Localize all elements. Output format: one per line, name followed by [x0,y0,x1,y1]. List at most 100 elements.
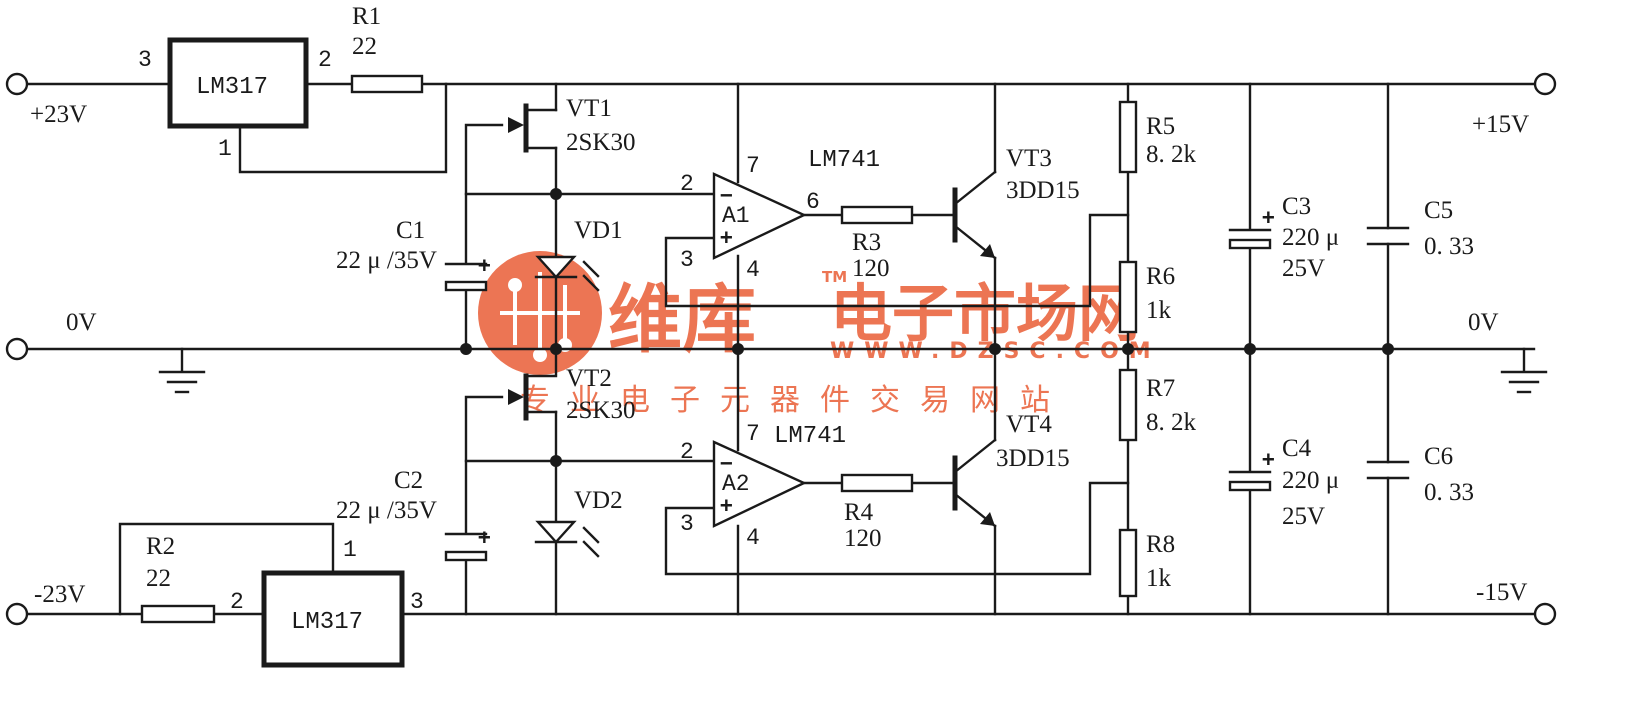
transistor-vt3-part: 3DD15 [1006,177,1080,204]
regulator-u1: LM317 3 2 1 [138,37,332,162]
transistor-vt4-ref: VT4 [1006,411,1052,438]
ground-symbol-left [158,370,206,394]
resistor-r4: R4 120 [840,473,914,552]
opamp-a2-part: LM741 [774,423,846,450]
opamp-a1-pin-vpos: 7 [746,153,760,179]
opamp-a1-pin-vneg: 4 [746,257,760,283]
opamp-a2: − + A2 LM741 2 3 7 4 [680,421,846,551]
svg-text:−: − [720,183,733,207]
capacitor-c3-ref: C3 [1282,193,1311,220]
capacitor-c1: + C1 22 μ /35V [336,217,491,292]
opamp-a1: − + A1 LM741 2 3 7 4 6 [680,147,880,283]
regulator-u2: LM317 1 2 3 [230,537,424,668]
terminal-out-neg [1533,602,1557,626]
resistor-r1-ref: R1 [352,3,381,30]
capacitor-c5-ref: C5 [1424,197,1453,224]
opamp-a1-pin-out: 6 [806,189,820,215]
resistor-r6-value: 1k [1146,297,1172,324]
regulator-u2-pin-adj: 1 [343,537,357,563]
resistor-r7-value: 8. 2k [1146,409,1197,436]
label-gnd-left: 0V [66,309,97,336]
resistor-r5-value: 8. 2k [1146,141,1197,168]
regulator-u2-pin-in: 3 [410,589,424,615]
opamp-a2-pin-inv: 2 [680,439,694,465]
resistor-r1-value: 22 [352,33,377,60]
opamp-a2-pin-vpos: 7 [746,421,760,447]
watermark-title: 电子市场网 [830,277,1140,350]
terminals: +23V 0V -23V +15V 0V -15V [5,72,1557,626]
resistor-r8-value: 1k [1146,565,1172,592]
jfet-vt2-part: 2SK30 [566,397,635,424]
capacitor-c4: + C4 220 μ 25V [1228,435,1339,530]
capacitor-c3-rating: 25V [1282,255,1325,282]
svg-text:+: + [478,525,491,549]
svg-text:+: + [1262,447,1275,471]
regulator-u1-pin-out: 2 [318,47,332,73]
opamp-a2-ref: A2 [722,471,750,497]
terminal-gnd-left [5,337,29,361]
watermark: 维库 TM 电子市场网 WWW.DZSC.COM 专业电子元器件交易网站 [478,251,1151,418]
resistor-r4-ref: R4 [844,499,874,526]
resistor-r8: R8 1k [1118,528,1175,598]
capacitor-c1-ref: C1 [396,217,425,244]
led-vd1-ref: VD1 [574,217,623,244]
capacitor-c6-ref: C6 [1424,443,1453,470]
watermark-tm: TM [822,268,847,286]
wires [26,82,1536,616]
resistor-r2-ref: R2 [146,533,175,560]
capacitor-c6-value: 0. 33 [1424,479,1474,506]
resistor-r1: R1 22 [350,3,424,94]
capacitor-c6: C6 0. 33 [1366,443,1474,506]
resistor-r3-value: 120 [852,255,890,282]
regulator-u2-pin-out: 2 [230,589,244,615]
regulator-u1-part: LM317 [196,74,268,101]
capacitor-c4-value: 220 μ [1282,467,1339,494]
resistor-r5-ref: R5 [1146,113,1175,140]
resistor-r2: R2 22 [140,533,216,624]
regulator-u1-pin-adj: 1 [218,136,232,162]
terminal-in-pos [5,72,29,96]
capacitor-c2-value: 22 μ /35V [336,497,437,524]
resistor-r6: R6 1k [1118,260,1175,334]
transistor-vt4: VT4 3DD15 [952,411,1070,528]
capacitor-c4-ref: C4 [1282,435,1312,462]
capacitor-c5-value: 0. 33 [1424,233,1474,260]
capacitor-c5: C5 0. 33 [1366,197,1474,260]
label-in-neg: -23V [34,581,85,608]
led-vd1: VD1 [534,217,623,292]
transistor-vt3-ref: VT3 [1006,145,1052,172]
jfet-vt1: VT1 2SK30 [508,95,635,156]
resistor-r5: R5 8. 2k [1118,100,1197,174]
led-vd2: VD2 [534,487,623,558]
terminal-in-neg [5,602,29,626]
resistor-r3-ref: R3 [852,229,881,256]
capacitor-c1-value: 22 μ /35V [336,247,437,274]
capacitor-c2-ref: C2 [394,467,423,494]
resistor-r6-ref: R6 [1146,263,1175,290]
transistor-vt3: VT3 3DD15 [952,145,1080,260]
jfet-vt2: VT2 2SK30 [508,365,635,424]
terminal-out-pos [1533,72,1557,96]
jfet-vt2-ref: VT2 [566,365,612,392]
regulator-u1-pin-in: 3 [138,47,152,73]
led-vd2-ref: VD2 [574,487,623,514]
opamp-a1-pin-noninv: 3 [680,247,694,273]
watermark-logo-traces [500,272,580,362]
opamp-a1-part: LM741 [808,147,880,174]
label-out-neg: -15V [1476,579,1527,606]
svg-text:+: + [720,493,733,517]
junction-dots [460,188,1394,467]
svg-text:+: + [720,225,733,249]
opamp-a1-ref: A1 [722,203,750,229]
capacitor-c3: + C3 220 μ 25V [1228,193,1339,282]
opamp-a2-pin-noninv: 3 [680,511,694,537]
svg-text:+: + [478,253,491,277]
jfet-vt1-part: 2SK30 [566,129,635,156]
label-in-pos: +23V [30,101,87,128]
opamp-a2-pin-vneg: 4 [746,525,760,551]
transistor-vt4-part: 3DD15 [996,445,1070,472]
svg-text:−: − [720,451,733,475]
resistor-r4-value: 120 [844,525,882,552]
